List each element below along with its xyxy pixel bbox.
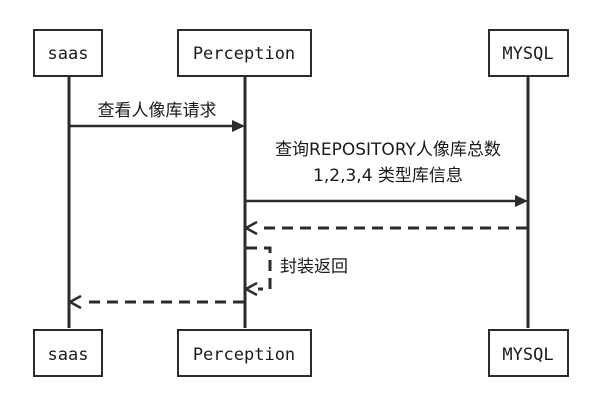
arrow-head [515,195,528,207]
participant-label: MYSQL [502,345,553,365]
message-return-saas [67,294,244,310]
participant-bottom-saas: saas [33,329,103,377]
message-label: 封装返回 [280,257,348,277]
arrow-head-open [243,281,258,297]
message-package-return: 封装返回 [243,246,348,297]
participant-bottom-mysql: MYSQL [488,329,569,377]
arrow-head-open [67,294,82,310]
participant-label: Perception [193,44,295,64]
message-return-mysql [243,220,527,236]
arrow-head [232,120,245,132]
participant-label: MYSQL [502,44,553,64]
message-label-line2: 1,2,3,4 类型库信息 [313,166,463,186]
message-label: 查看人像库请求 [98,101,217,121]
participant-top-perception: Perception [177,29,312,77]
message-label-line1: 查询REPOSITORY人像库总数 [275,140,501,160]
participant-label: saas [48,345,89,365]
message-query-repository: 查询REPOSITORY人像库总数 1,2,3,4 类型库信息 [246,140,528,207]
participant-top-saas: saas [33,29,103,77]
participant-label: saas [48,44,89,64]
participant-label: Perception [193,345,295,365]
participant-top-mysql: MYSQL [488,29,569,77]
message-view-portrait-request: 查看人像库请求 [70,101,245,132]
participant-bottom-perception: Perception [177,329,312,377]
arrow-head-open [243,220,258,236]
